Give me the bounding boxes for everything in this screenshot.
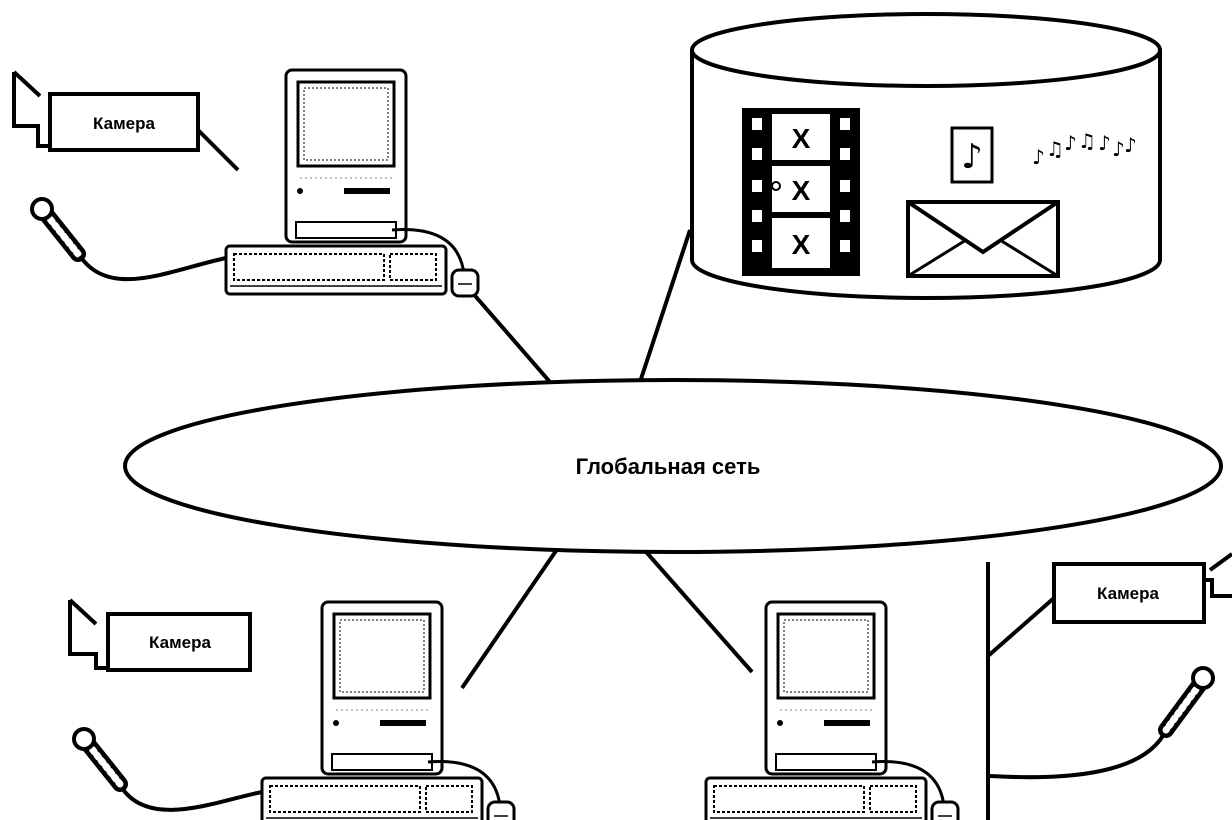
svg-text:♫: ♫ <box>1078 129 1096 153</box>
camera-label: Камера <box>1097 584 1159 603</box>
camera-right: Камера <box>1052 552 1232 624</box>
camera-label: Камера <box>93 114 155 133</box>
camera-top-left: Камера <box>12 70 240 172</box>
microphone-right <box>989 666 1215 780</box>
media-storage: X X X ♪ ♪ ♫ ♪ ♫ ♪ ♪ ♪ <box>690 12 1162 300</box>
svg-text:♪: ♪ <box>1098 131 1111 155</box>
computer-top <box>224 68 480 298</box>
global-network-label: Глобальная сеть <box>576 454 761 479</box>
link-bottom-left-computer <box>460 543 562 690</box>
link-storage <box>638 229 692 383</box>
link-bottom-right-computer <box>638 543 754 674</box>
film-frame-mark: X <box>792 229 811 260</box>
svg-text:♫: ♫ <box>1046 137 1064 161</box>
link-top-computer <box>468 288 552 384</box>
music-note-icon: ♪ <box>950 126 994 184</box>
melody-notes-icon: ♪ ♫ ♪ ♫ ♪ ♪ ♪ <box>1032 129 1137 169</box>
global-network-ellipse <box>123 378 1223 554</box>
computer-bottom-left <box>260 600 516 820</box>
svg-text:♪: ♪ <box>1124 133 1137 157</box>
film-frame-mark: X <box>792 123 811 154</box>
camera-bottom-left: Камера <box>68 598 252 672</box>
svg-text:♪: ♪ <box>1112 137 1125 161</box>
microphone-bottom-left <box>74 729 263 812</box>
svg-text:♪: ♪ <box>1064 131 1077 155</box>
svg-text:♪: ♪ <box>1032 145 1045 169</box>
film-strip-icon: X X X <box>742 108 860 276</box>
envelope-icon <box>906 200 1060 278</box>
computer-bottom-right <box>704 600 960 820</box>
film-frame-mark: X <box>792 175 811 206</box>
microphone-top <box>32 199 227 282</box>
svg-text:♪: ♪ <box>961 137 983 177</box>
camera-label: Камера <box>149 633 211 652</box>
